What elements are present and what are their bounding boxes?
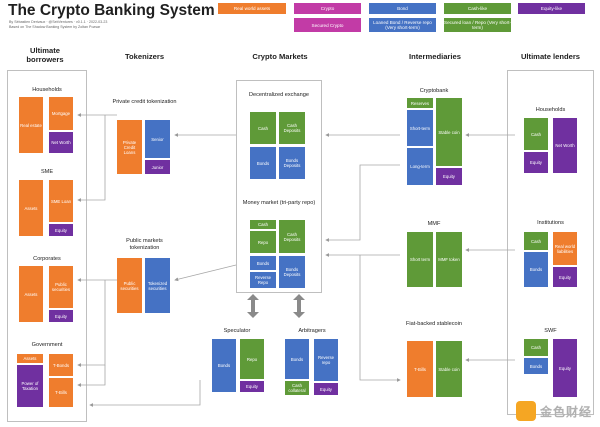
corporates-assets: Assets [19, 266, 43, 322]
legend-loaned-bond: Loaned Bond / Reverse repo (Very short-t… [369, 18, 436, 32]
watermark: 金色财经 [515, 401, 592, 421]
institutions-equity: Equity [553, 267, 577, 287]
private-credit-loans: Private Credit Loans [117, 120, 142, 174]
legend-crypto: Crypto [294, 3, 361, 14]
fiat-stablecoin-stablecoin: Stable coin [436, 341, 462, 397]
watermark-logo-icon [515, 401, 536, 421]
money-market-bonds: Bonds [250, 256, 276, 270]
lenders-column [507, 70, 594, 415]
households-borrower-title: Households [32, 87, 62, 93]
column-header-borrowers: Ultimate borrowers [26, 46, 64, 64]
watermark-text: 金色财经 [539, 404, 592, 419]
column-header-lenders: Ultimate lenders [520, 52, 581, 61]
government-title: Government [31, 342, 63, 348]
arbitragers-cash-collateral: Cash collateral [285, 381, 309, 395]
swf-title: SWF [544, 328, 557, 334]
money-market-repo: Repo [250, 231, 276, 253]
mmf-title: MMF [427, 221, 441, 227]
sme-assets: Assets [19, 180, 43, 236]
sme-loan: SME Loan [49, 180, 73, 222]
legend-real-world-assets: Real world assets [218, 3, 286, 14]
speculator-bonds: Bonds [212, 339, 236, 392]
dex-bonds-deposits: Bonds Deposits [279, 147, 305, 179]
arbitragers-equity: Equity [314, 383, 338, 395]
government-assets: Assets [17, 354, 43, 363]
dex-cash-deposits: Cash Deposits [279, 112, 305, 144]
sme-equity: Equity [49, 224, 73, 236]
legend-equity-like: Equity-like [518, 3, 585, 14]
arbitragers-title: Arbitragers [298, 328, 326, 334]
households-mortgage: Mortgage [49, 97, 73, 130]
public-markets-title: Public markets tokenization [126, 238, 163, 251]
fiat-stablecoin-t-bills: T-Bills [407, 341, 433, 397]
page-title: The Crypto Banking System [8, 2, 215, 19]
households-net-worth: Net Worth [49, 132, 73, 153]
cryptobank-short-term: Short-term [407, 110, 433, 146]
swf-cash: Cash [524, 339, 548, 356]
arrow-private-to-sme [77, 115, 106, 202]
government-power-of-taxation: Power of Taxation [17, 365, 43, 407]
households-lender-equity: Equity [524, 152, 548, 173]
institutions-cash: Cash [524, 232, 548, 250]
arrow-mm-to-public [174, 264, 237, 282]
public-markets-securities: Public securities [117, 258, 142, 313]
speculator-repo: Repo [240, 339, 264, 379]
government-t-bonds: T-Bonds [49, 354, 73, 376]
arbitragers-bonds: Bonds [285, 339, 309, 379]
institutions-real-world-liabilities: Real world liabilities [553, 232, 577, 265]
arrow-to-govt-tbills [77, 365, 106, 387]
public-markets-tokenized-securities: Tokenized securities [145, 258, 170, 313]
sme-title: SME [40, 169, 54, 175]
column-header-tokenizers: Tokenizers [124, 52, 165, 61]
arbitragers-reverse-repo: Reverse repo [314, 339, 338, 381]
households-lender-cash: Cash [524, 118, 548, 150]
dex-title: Decentralized exchange [248, 92, 309, 98]
institutions-title: Institutions [537, 220, 564, 226]
swf-bonds: Bonds [524, 358, 548, 374]
market-updown-arrows [247, 294, 305, 318]
legend-cash-like: Cash-like [444, 3, 511, 14]
corporates-equity: Equity [49, 310, 73, 322]
mmf-short-term: Short term [407, 232, 433, 287]
arrow-cryptobank-to-mm [325, 164, 400, 242]
fiat-stablecoin-title: Fiat-backed stablecoin [406, 321, 462, 327]
cryptobank-long-term: Long-term [407, 148, 433, 185]
government-t-bills: T-Bills [49, 378, 73, 407]
private-credit-junior: Junior [145, 160, 170, 174]
dex-cash: Cash [250, 112, 276, 144]
byline: By Sébastien Derivaux · @SebVentures · v… [9, 20, 108, 24]
swf-equity: Equity [553, 339, 577, 397]
based-on-note: Based on The Shadow Banking System by Zo… [9, 25, 101, 29]
money-market-cash-deposits: Cash Deposits [279, 220, 305, 253]
institutions-bonds: Bonds [524, 252, 548, 287]
legend-secured-crypto: Secured Crypto [294, 18, 361, 32]
households-lender-title: Households [535, 107, 566, 113]
money-market-cash: Cash [250, 220, 276, 229]
cryptobank-reserves: Reserves [407, 98, 433, 108]
cryptobank-equity: Equity [436, 168, 462, 185]
private-credit-senior: Senior [145, 120, 170, 158]
speculator-title: Speculator [223, 328, 251, 334]
cryptobank-title: Cryptobank [419, 88, 449, 94]
arrow-speculator-to-govt [89, 380, 201, 407]
money-market-reverse-repo: Reverse Repo [250, 272, 276, 288]
private-credit-title: Private credit tokenization [112, 99, 177, 105]
households-real-estate: Real estate [19, 97, 43, 153]
column-header-markets: Crypto Markets [252, 52, 308, 61]
households-lender-net-worth: Net Worth [553, 118, 577, 173]
corporates-title: Corporates [33, 256, 61, 262]
dex-bonds: Bonds [250, 147, 276, 179]
column-header-intermediaries: Intermediaries [409, 52, 461, 61]
legend-secured-loan: Secured loan / Repo (Very short-term) [444, 18, 511, 32]
legend-bond: Bond [369, 3, 436, 14]
mmf-token: MMF token [436, 232, 462, 287]
money-market-bonds-deposits: Bonds Deposits [279, 256, 305, 288]
arrow-public-to-govt-tbonds [77, 280, 106, 367]
corporates-public-securities: Public securities [49, 266, 73, 308]
speculator-equity: Equity [240, 381, 264, 392]
cryptobank-stablecoin: Stable coin [436, 98, 462, 166]
arrow-fiat-to-mm [359, 255, 401, 382]
money-market-title: Money market (tri-party repo) [242, 200, 316, 206]
